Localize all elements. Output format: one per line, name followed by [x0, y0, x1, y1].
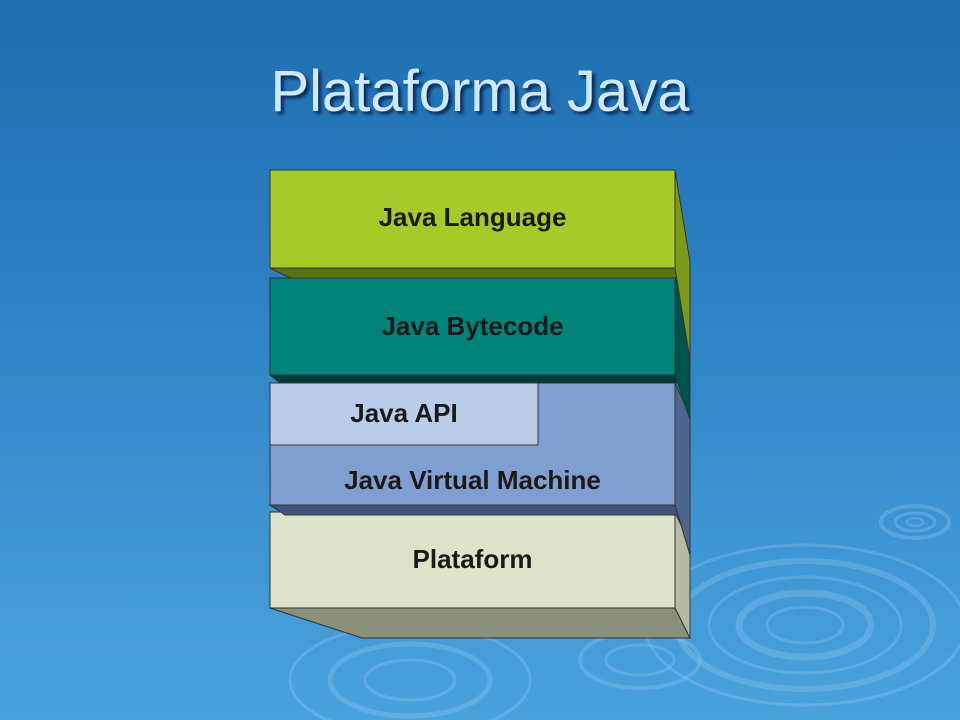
layer-language-front-face	[269, 169, 676, 269]
layer-language-label: Java Language	[378, 202, 567, 232]
slide-title: Plataforma Java	[270, 59, 690, 124]
layer-bytecode-bottom-face	[268, 374, 684, 384]
layer-api	[269, 382, 539, 446]
layer-jvm-label: Java Virtual Machine	[344, 465, 601, 495]
layer-api-label: Java API	[350, 398, 458, 428]
layer-language-bottom-face	[269, 267, 683, 279]
layer-bytecode-front-face	[269, 277, 676, 376]
layer-platform-label: Plataform	[412, 544, 533, 574]
layer-platform	[269, 511, 691, 639]
layer-language	[269, 169, 691, 361]
layer-bytecode	[268, 277, 691, 421]
layer-api-front-face	[269, 382, 539, 446]
layer-bytecode-label: Java Bytecode	[381, 311, 564, 341]
layer-platform-front-face	[269, 511, 676, 609]
layer-jvm-bottom-face	[268, 504, 683, 516]
layer-platform-bottom-face	[269, 607, 691, 639]
